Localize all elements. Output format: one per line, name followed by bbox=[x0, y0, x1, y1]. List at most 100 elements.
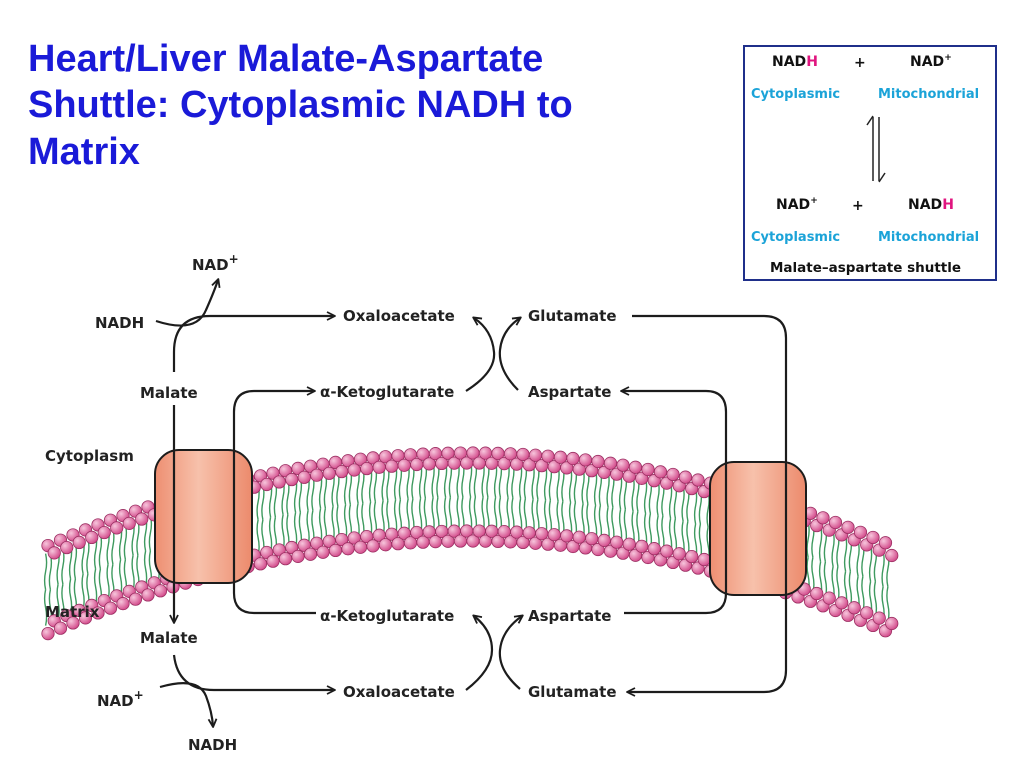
matrix-malate-label: Malate bbox=[140, 629, 198, 647]
lipid-head-outer bbox=[322, 466, 336, 480]
lipid-head-outer bbox=[291, 461, 305, 475]
lipid-head-inner bbox=[116, 597, 130, 611]
lipid-head-inner bbox=[585, 532, 599, 546]
lipid-head-inner bbox=[103, 601, 118, 615]
lipid-head-inner bbox=[872, 611, 886, 625]
lipid-head-inner bbox=[341, 542, 355, 556]
lipid-tail bbox=[856, 540, 860, 577]
legend-cytoplasmic-2: Cytoplasmic bbox=[751, 230, 841, 245]
legend-h-text-2: H bbox=[942, 197, 954, 213]
lipid-head-outer bbox=[60, 540, 74, 555]
lipid-head-inner bbox=[822, 591, 836, 605]
lipid-head-inner bbox=[266, 554, 280, 568]
lipid-head-outer bbox=[603, 456, 618, 470]
lipid-head-outer bbox=[566, 451, 580, 466]
lipid-head-inner bbox=[353, 540, 368, 554]
lipid-tail bbox=[881, 550, 885, 587]
lipid-head-inner bbox=[328, 543, 343, 558]
cyto-transamination-arrow-1 bbox=[465, 316, 496, 392]
lipid-head-inner bbox=[628, 548, 643, 562]
lipid-head-outer bbox=[303, 459, 318, 473]
title-line-3: Matrix bbox=[28, 130, 140, 173]
lipid-head-outer bbox=[816, 511, 830, 525]
lipid-head-outer bbox=[310, 468, 324, 482]
lipid-tail bbox=[61, 548, 65, 585]
matrix-nadh-label: NADH bbox=[188, 736, 237, 754]
cyto-nadh-arrow bbox=[155, 278, 221, 327]
title-line-2: Shuttle: Cytoplasmic NADH to bbox=[28, 84, 573, 127]
legend-nadh-cytoplasmic: NADH bbox=[772, 54, 818, 70]
matrix-transamination-arrow-2 bbox=[498, 614, 524, 690]
lipid-head-inner bbox=[610, 535, 624, 549]
lipid-head-outer bbox=[335, 464, 349, 479]
lipid-head-outer bbox=[628, 460, 643, 474]
lipid-head-inner bbox=[635, 539, 649, 553]
lipid-tail bbox=[48, 553, 53, 590]
lipid-tail bbox=[831, 530, 835, 567]
lipid-head-inner bbox=[660, 544, 674, 558]
lipid-tail bbox=[86, 537, 90, 575]
lipid-head-outer bbox=[691, 473, 705, 487]
lipid-tail bbox=[848, 571, 853, 608]
lipid-head-inner bbox=[297, 538, 311, 552]
matrix-aspartate-label: Aspartate bbox=[528, 607, 611, 625]
lipid-tail bbox=[806, 521, 810, 558]
lipid-head-inner bbox=[78, 611, 93, 625]
legend-cytoplasmic-1: Cytoplasmic bbox=[751, 87, 841, 102]
cyto-nadh-label: NADH bbox=[95, 314, 144, 332]
legend-plus-1: + bbox=[854, 55, 866, 71]
lipid-head-outer bbox=[578, 453, 593, 467]
lipid-head-outer bbox=[853, 525, 868, 539]
lipid-head-outer bbox=[47, 546, 61, 560]
cyto-aspartate-label: Aspartate bbox=[528, 383, 611, 401]
matrix-nad-arrow bbox=[159, 682, 218, 728]
lipid-head-outer bbox=[122, 516, 136, 530]
lipid-head-outer bbox=[347, 463, 361, 477]
lipid-head-inner bbox=[685, 549, 699, 564]
lipid-head-outer bbox=[616, 458, 630, 472]
lipid-head-outer bbox=[97, 525, 111, 540]
lipid-tail bbox=[81, 573, 85, 611]
legend-plus-2: + bbox=[852, 198, 864, 214]
lipid-head-inner bbox=[597, 533, 611, 547]
legend-mitochondrial-1: Mitochondrial bbox=[878, 87, 980, 102]
cyto-malate-to-oxaloacetate-arrow bbox=[172, 311, 336, 372]
lipid-tail bbox=[73, 542, 78, 580]
legend-box: NADH + NAD+ Cytoplasmic Mitochondrial NA… bbox=[743, 45, 997, 281]
matrix-malate-to-oxaloacetate-arrow bbox=[172, 654, 336, 695]
lipid-head-outer bbox=[866, 530, 880, 545]
cyto-malate-label: Malate bbox=[140, 384, 198, 402]
lipid-tail bbox=[43, 589, 48, 626]
lipid-head-outer bbox=[678, 470, 693, 484]
legend-nad-text-2: NAD bbox=[910, 54, 945, 70]
equilibrium-arrows-icon bbox=[866, 115, 886, 183]
lipid-head-outer bbox=[653, 465, 668, 479]
lipid-tail bbox=[68, 578, 73, 616]
malate-alpha-ketoglutarate-transporter bbox=[154, 449, 253, 584]
lipid-head-outer bbox=[610, 467, 624, 481]
legend-caption: Malate–aspartate shuttle bbox=[770, 260, 962, 276]
lipid-head-inner bbox=[66, 616, 80, 630]
lipid-tail bbox=[118, 559, 123, 596]
lipid-head-outer bbox=[641, 462, 655, 477]
lipid-head-inner bbox=[885, 616, 899, 631]
lipid-head-inner bbox=[860, 606, 874, 620]
legend-mitochondrial-2: Mitochondrial bbox=[878, 230, 980, 245]
lipid-head-outer bbox=[591, 454, 605, 469]
matrix-label: Matrix bbox=[45, 603, 100, 621]
cyto-glutamate-label: Glutamate bbox=[528, 307, 617, 325]
legend-nad-text-3: NAD bbox=[776, 197, 811, 213]
lipid-head-outer bbox=[285, 472, 299, 487]
cytoplasm-label: Cytoplasm bbox=[45, 447, 134, 465]
lipid-head-outer bbox=[260, 477, 274, 492]
lipid-head-inner bbox=[616, 546, 630, 560]
matrix-glutamate-label: Glutamate bbox=[528, 683, 617, 701]
cyto-oxaloacetate-label: Oxaloacetate bbox=[343, 307, 455, 325]
lipid-tail bbox=[131, 555, 135, 592]
lipid-tail bbox=[818, 525, 823, 562]
lipid-tail bbox=[143, 550, 148, 588]
lipid-head-inner bbox=[291, 549, 305, 563]
matrix-alpha-ketoglutarate-label: α-Ketoglutarate bbox=[320, 607, 454, 625]
lipid-head-outer bbox=[878, 536, 893, 550]
